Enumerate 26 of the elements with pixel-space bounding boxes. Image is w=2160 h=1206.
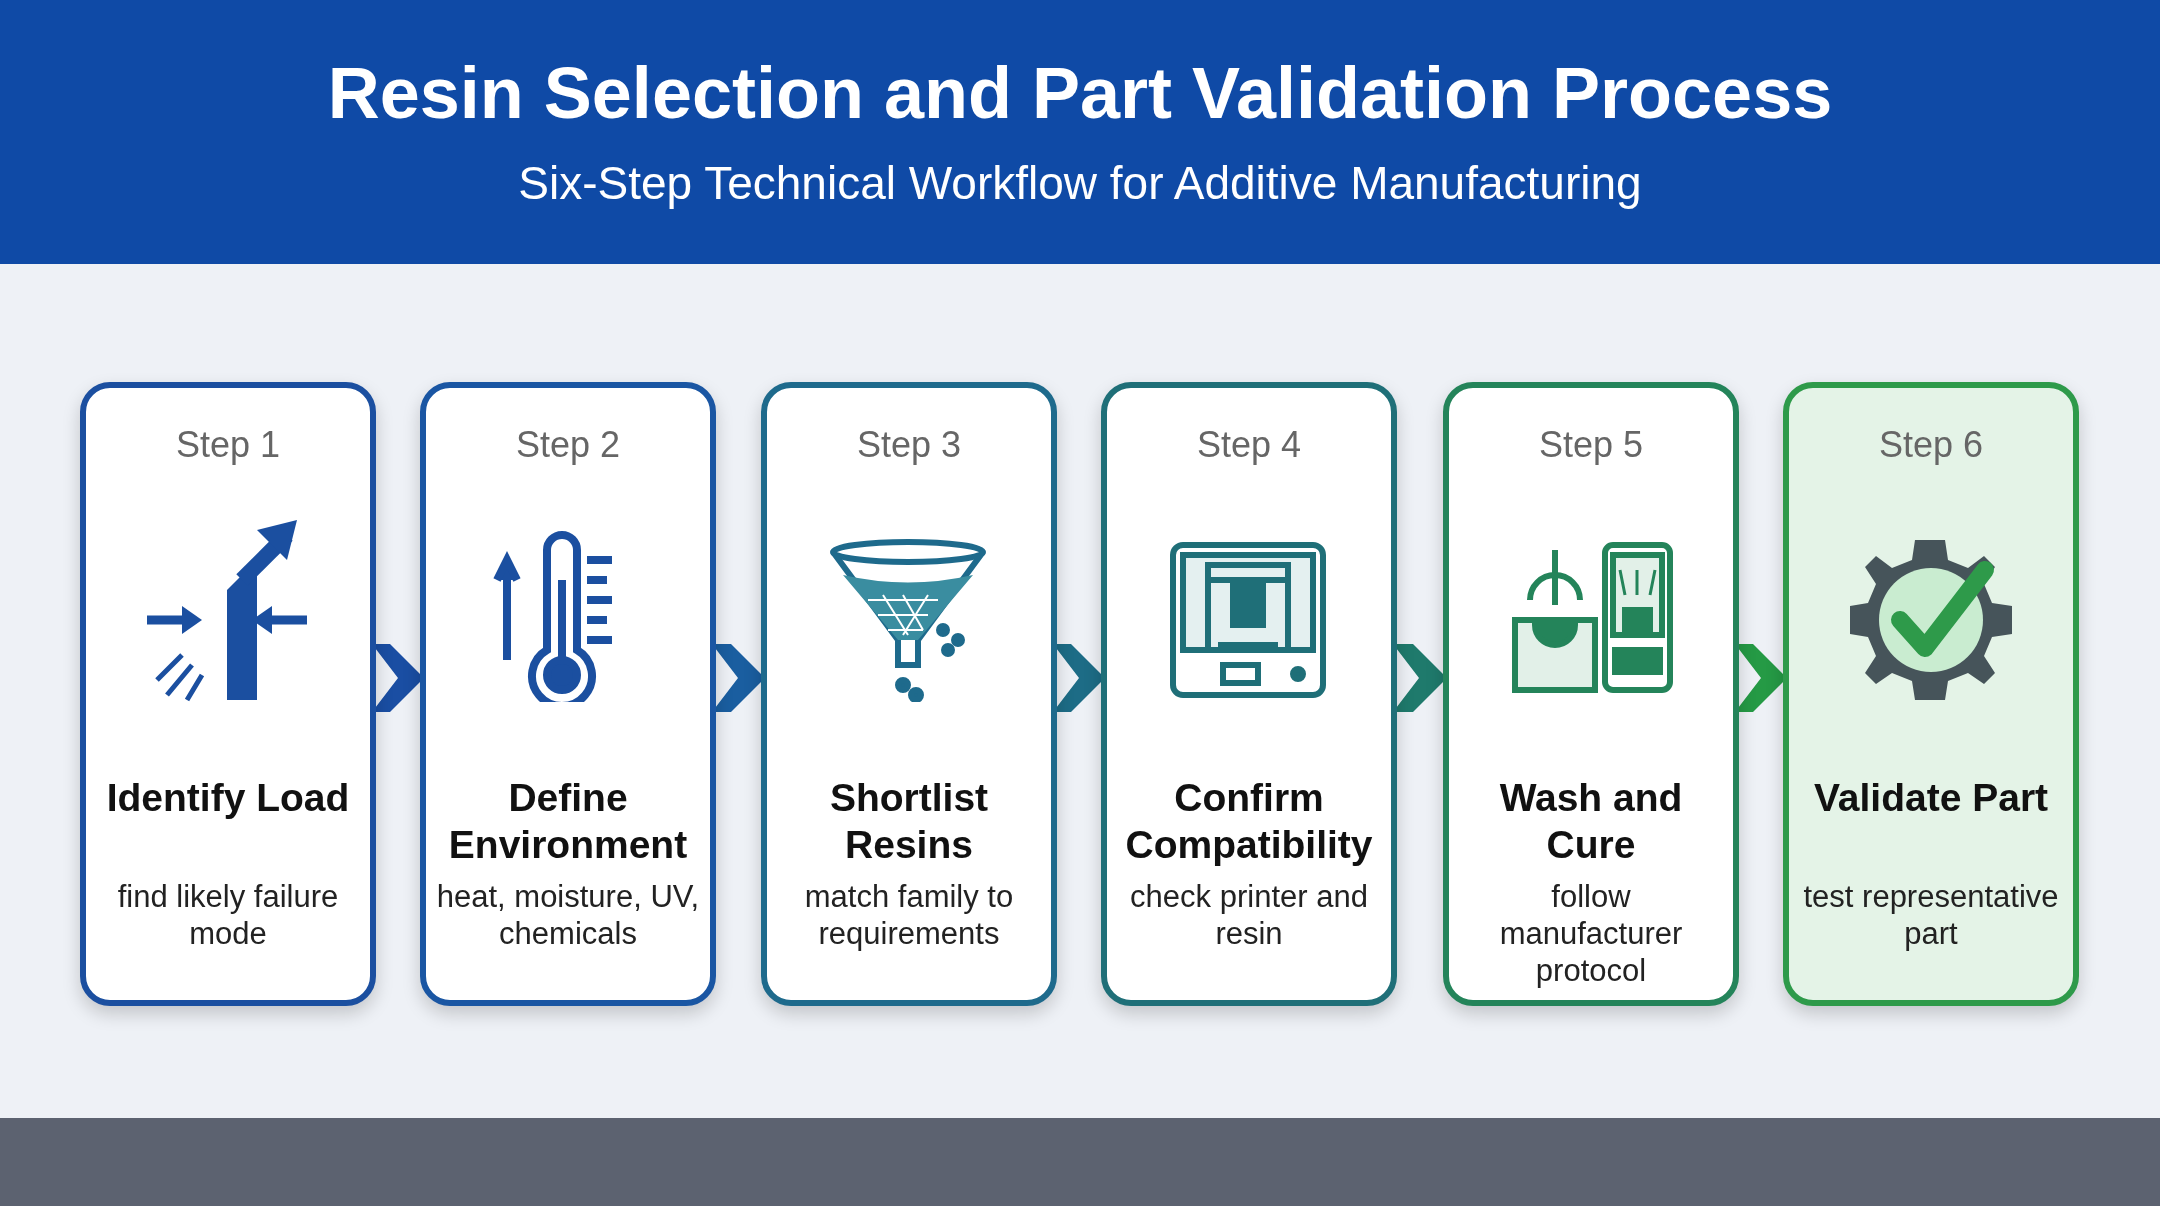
- title: Resin Selection and Part Validation Process: [326, 52, 1834, 134]
- step-card: [761, 382, 1057, 1006]
- step-title: Validate Part: [1812, 775, 2050, 821]
- step-label: Step 4: [1195, 424, 1303, 466]
- step-description: test representative part: [1802, 878, 2060, 952]
- step-title: Wash and Cure: [1498, 775, 1684, 868]
- step-title: Shortlist Resins: [828, 775, 990, 868]
- step-label: Step 5: [1537, 424, 1645, 466]
- step-card: [1443, 382, 1739, 1006]
- step-label: Step 3: [855, 424, 963, 466]
- step-label: Step 6: [1877, 424, 1985, 466]
- step-description: follow manufacturer protocol: [1498, 878, 1684, 989]
- step-description: match family to requirements: [803, 878, 1015, 952]
- step-title: Confirm Compatibility: [1124, 775, 1374, 868]
- step-card: [1101, 382, 1397, 1006]
- step-card: [420, 382, 716, 1006]
- subtitle: Six-Step Technical Workflow for Additive Manufacturing: [517, 156, 1643, 210]
- step-card: [1783, 382, 2079, 1006]
- step-description: check printer and resin: [1129, 878, 1369, 952]
- step-title: Identify Load: [105, 775, 351, 821]
- step-description: find likely failure mode: [116, 878, 340, 952]
- step-label: Step 2: [514, 424, 622, 466]
- step-label: Step 1: [174, 424, 282, 466]
- step-description: heat, moisture, UV, chemicals: [436, 878, 700, 952]
- step-card: [80, 382, 376, 1006]
- step-title: Define Environment: [447, 775, 689, 868]
